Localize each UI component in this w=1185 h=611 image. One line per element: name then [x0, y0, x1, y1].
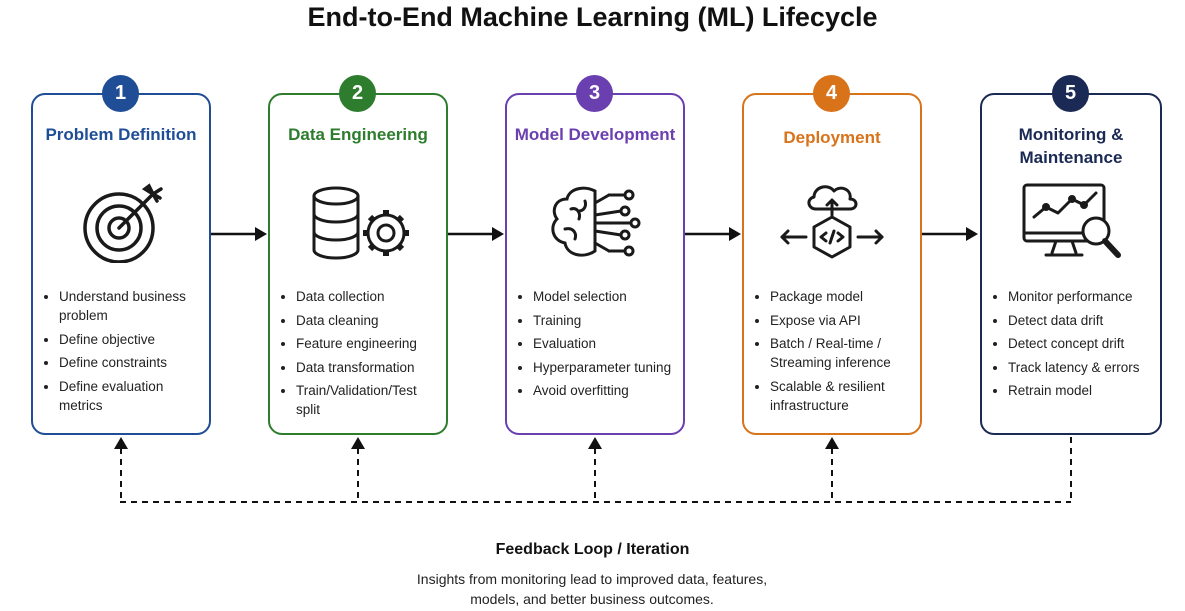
stage-card-data-engineering: 2 Data Engineering Data collection Data … — [268, 75, 448, 435]
bullet-item: Define evaluation metrics — [59, 377, 203, 415]
feedback-loop-description: Insights from monitoring lead to improve… — [416, 571, 768, 607]
stage-title: Problem Definition — [45, 125, 197, 144]
page-title: End-to-End Machine Learning (ML) Lifecyc… — [307, 2, 878, 32]
bullet-item: Avoid overfitting — [533, 381, 677, 400]
bullet-item: Train/Validation/Test split — [296, 381, 440, 419]
stage-number-badge: 3 — [576, 75, 613, 112]
stage-title: Deployment — [783, 128, 881, 147]
arrow-right-icon — [685, 227, 741, 241]
stage-number-badge: 5 — [1052, 75, 1089, 112]
bullet-item: Batch / Real-time / Streaming inference — [770, 334, 914, 372]
stage-title: Model Development — [514, 125, 676, 144]
bullet-item: Expose via API — [770, 311, 914, 330]
bullet-item: Define constraints — [59, 353, 203, 372]
bullet-item: Define objective — [59, 330, 203, 349]
stage-title: Data Engineering — [288, 125, 428, 144]
bullet-item: Detect concept drift — [1008, 334, 1154, 353]
monitor-magnifier-icon — [1022, 183, 1121, 258]
stage-card-monitoring-maintenance: 5 Monitoring & Maintenance Monitor perfo… — [980, 75, 1162, 435]
feedback-loop-title: Feedback Loop / Iteration — [495, 541, 690, 558]
stage-number-badge: 2 — [339, 75, 376, 112]
arrow-right-icon — [211, 227, 267, 241]
bullet-item: Evaluation — [533, 334, 677, 353]
stage-bullet-list: Understand business problem Define objec… — [43, 287, 203, 419]
stage-title: Monitoring & Maintenance — [1018, 125, 1124, 167]
bullet-item: Package model — [770, 287, 914, 306]
database-gear-icon — [312, 186, 409, 260]
bullet-item: Hyperparameter tuning — [533, 358, 677, 377]
arrow-right-icon — [448, 227, 504, 241]
stage-card-deployment: 4 Deployment Package model Expose via AP… — [742, 75, 922, 435]
bullet-item: Data transformation — [296, 358, 440, 377]
bullet-item: Feature engineering — [296, 334, 440, 353]
bullet-item: Detect data drift — [1008, 311, 1154, 330]
stage-number-badge: 1 — [102, 75, 139, 112]
stage-bullet-list: Monitor performance Detect data drift De… — [992, 287, 1154, 405]
brain-network-icon — [551, 186, 641, 257]
target-icon — [83, 183, 163, 263]
stage-card-model-development: 3 Model Development Model selection Trai… — [505, 75, 685, 435]
bullet-item: Track latency & errors — [1008, 358, 1154, 377]
stage-card-problem-definition: 1 Problem Definition Understand business… — [31, 75, 211, 435]
bullet-item: Data collection — [296, 287, 440, 306]
cloud-deploy-icon — [780, 185, 884, 259]
bullet-item: Monitor performance — [1008, 287, 1154, 306]
stage-bullet-list: Data collection Data cleaning Feature en… — [280, 287, 440, 424]
bullet-item: Retrain model — [1008, 381, 1154, 400]
stage-number-badge: 4 — [813, 75, 850, 112]
stage-bullet-list: Model selection Training Evaluation Hype… — [517, 287, 677, 405]
bullet-item: Data cleaning — [296, 311, 440, 330]
bullet-item: Model selection — [533, 287, 677, 306]
bullet-item: Training — [533, 311, 677, 330]
bullet-item: Understand business problem — [59, 287, 203, 325]
arrow-right-icon — [922, 227, 978, 241]
bullet-item: Scalable & resilient infrastructure — [770, 377, 914, 415]
stage-bullet-list: Package model Expose via API Batch / Rea… — [754, 287, 914, 419]
